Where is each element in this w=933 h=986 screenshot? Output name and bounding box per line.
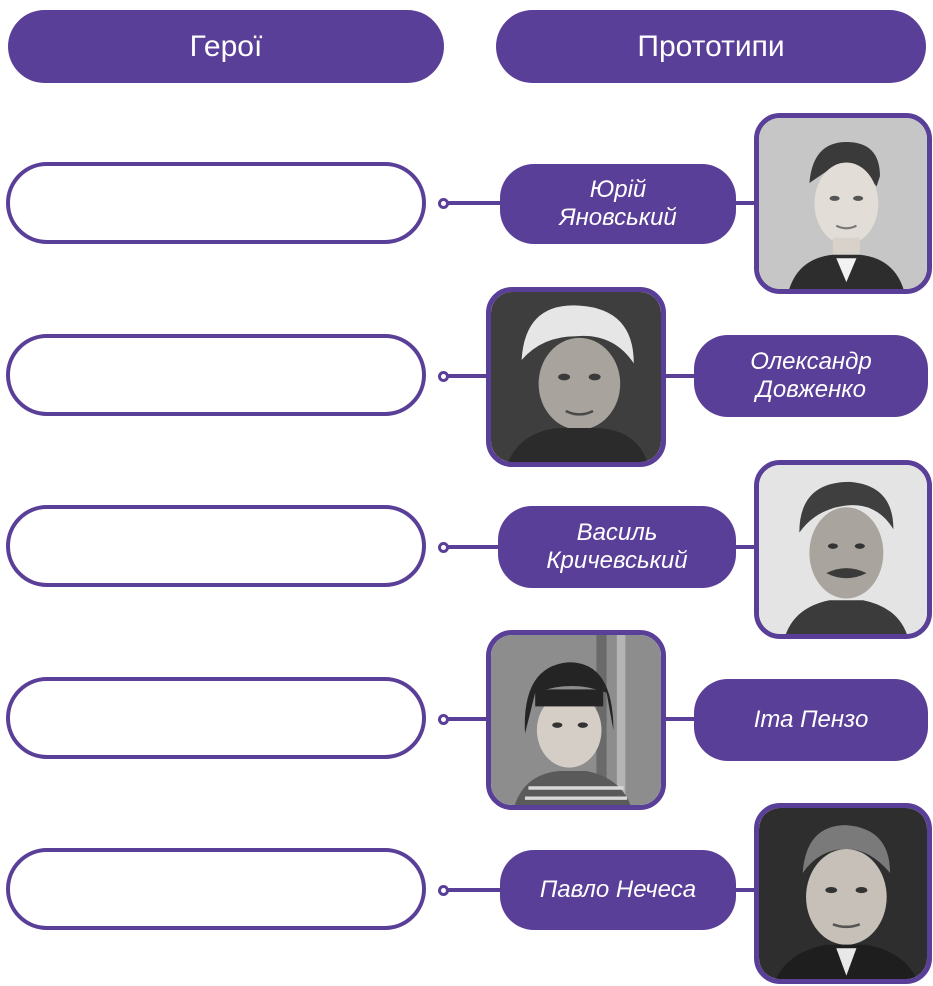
prototype-name-1-line1: Юрій xyxy=(589,176,647,203)
heroes-header-label: Герої xyxy=(189,29,263,63)
connector-line-3b xyxy=(734,545,758,549)
connector-dot-1 xyxy=(438,198,449,209)
portrait-woman-bob-hair-icon xyxy=(486,630,666,810)
connector-dot-4 xyxy=(438,714,449,725)
hero-answer-box-4[interactable] xyxy=(6,677,426,759)
portrait-older-man-icon xyxy=(754,803,932,984)
prototype-name-3-line1: Василь xyxy=(576,519,658,546)
prototype-name-2: Олександр Довженко xyxy=(694,335,928,417)
connector-line-1b xyxy=(734,201,758,205)
connector-line-4b xyxy=(664,717,698,721)
prototype-name-3-line2: Кричевський xyxy=(546,547,688,574)
connector-line-3 xyxy=(448,545,506,549)
portrait-grey-haired-man-icon xyxy=(486,287,666,467)
connector-line-5b xyxy=(734,888,758,892)
hero-answer-box-1[interactable] xyxy=(6,162,426,244)
connector-line-2 xyxy=(448,374,490,378)
connector-dot-3 xyxy=(438,542,449,553)
hero-answer-box-3[interactable] xyxy=(6,505,426,587)
prototype-name-3: Василь Кричевський xyxy=(498,506,736,588)
connector-line-2b xyxy=(664,374,698,378)
connector-dot-2 xyxy=(438,371,449,382)
portrait-young-man-icon xyxy=(754,113,932,294)
prototypes-header: Прототипи xyxy=(496,10,926,83)
prototype-name-4-line1: Іта Пензо xyxy=(753,706,869,733)
portrait-mustached-man-icon xyxy=(754,460,932,639)
prototype-name-2-line2: Довженко xyxy=(755,376,866,403)
prototype-name-1-line2: Яновський xyxy=(559,204,677,231)
prototype-name-4: Іта Пензо xyxy=(694,679,928,761)
connector-dot-5 xyxy=(438,885,449,896)
prototype-name-5-line1: Павло Нечеса xyxy=(539,876,697,903)
prototypes-header-label: Прототипи xyxy=(637,29,785,63)
prototype-name-5: Павло Нечеса xyxy=(500,850,736,930)
hero-answer-box-5[interactable] xyxy=(6,848,426,930)
hero-answer-box-2[interactable] xyxy=(6,334,426,416)
prototype-name-2-line1: Олександр xyxy=(750,348,872,375)
connector-line-4 xyxy=(448,717,490,721)
heroes-header: Герої xyxy=(8,10,444,83)
connector-line-5 xyxy=(448,888,506,892)
connector-line-1 xyxy=(448,201,506,205)
prototype-name-1: Юрій Яновський xyxy=(500,164,736,244)
